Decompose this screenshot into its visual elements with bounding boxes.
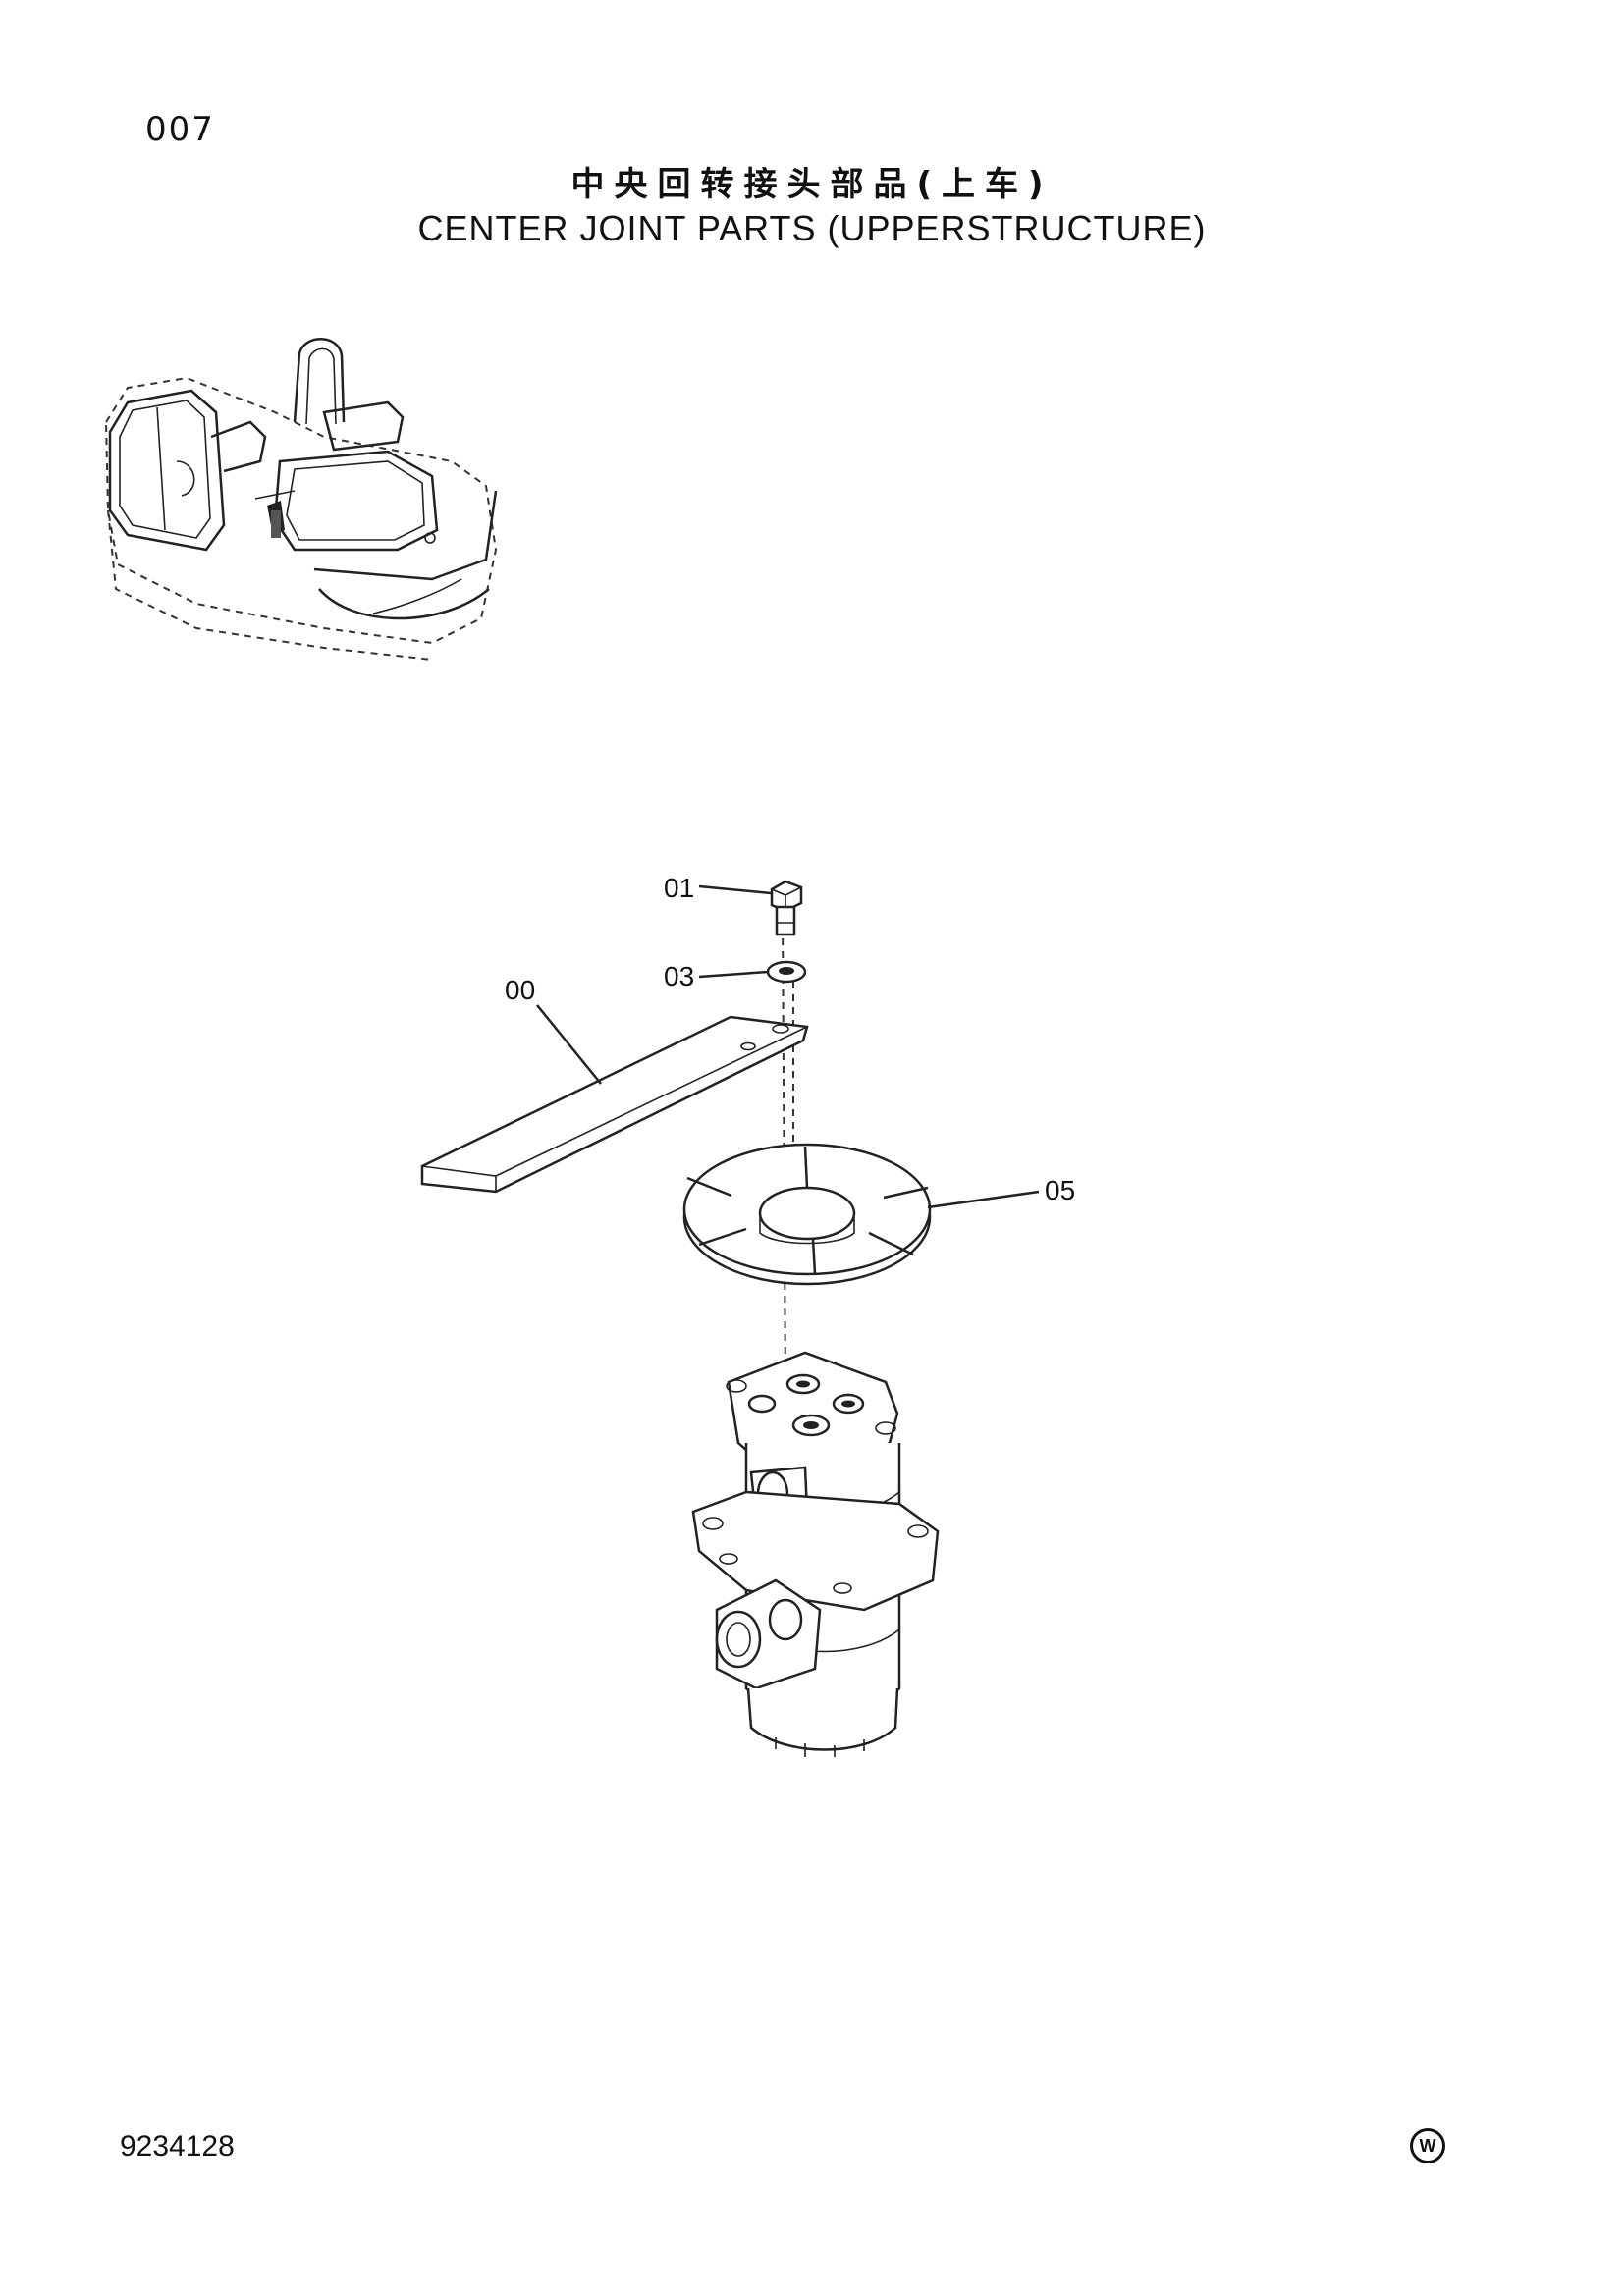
part-washer [766,960,807,984]
assembly-axis-line [782,912,786,1395]
callout-03: 03 [664,961,694,991]
part-plate [420,1015,809,1194]
leader-line-01 [698,884,772,895]
part-seal-ring [682,1143,932,1286]
excavator-locator-illustration [104,338,498,661]
leader-line-03 [698,970,769,979]
callout-00: 00 [505,975,535,1005]
leader-line-00 [536,1004,602,1085]
document-number: 9234128 [120,2130,235,2163]
center-joint-body [691,1351,940,1757]
leader-line-05 [927,1190,1040,1209]
part-bolt [770,880,803,936]
page-title-chinese: 中央回转接头部品(上车) [570,165,1054,204]
callout-05: 05 [1045,1175,1075,1205]
page-number: 007 [145,110,215,149]
callout-01: 01 [664,873,694,903]
w-circle-mark: W [1410,2128,1445,2163]
page-title-english: CENTER JOINT PARTS (UPPERSTRUCTURE) [417,208,1207,248]
